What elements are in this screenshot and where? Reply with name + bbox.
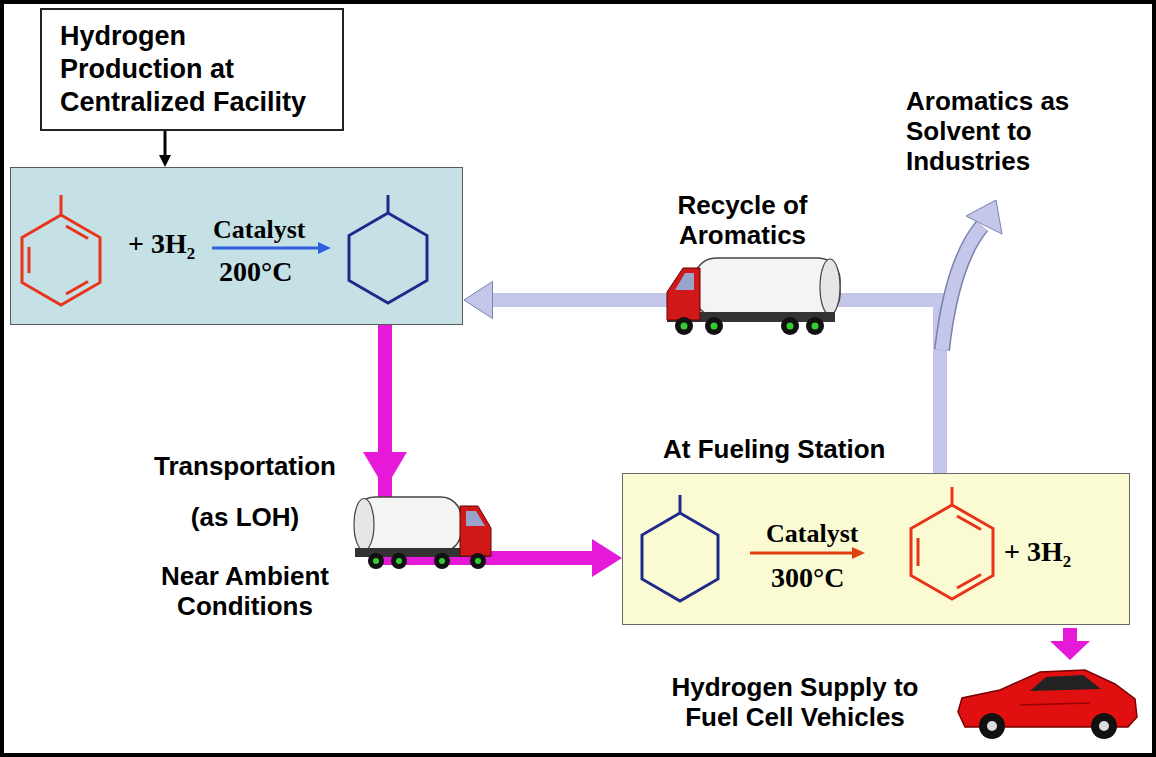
fuel-cell-car xyxy=(958,670,1137,739)
tank xyxy=(694,258,840,316)
methyl xyxy=(60,195,63,215)
flow-arrow xyxy=(493,300,940,473)
arrow-shaft xyxy=(1063,628,1077,642)
wheel xyxy=(806,317,824,335)
supply-arrow xyxy=(1050,628,1090,660)
transport-note: (as LOH) xyxy=(145,502,345,532)
tank-cap xyxy=(354,499,374,551)
cab xyxy=(460,506,491,556)
box-fill xyxy=(40,8,344,131)
box-fill xyxy=(10,167,463,325)
node-heading: Hydrogen Production at Centralized Facil… xyxy=(60,20,322,119)
node-text: Catalyst xyxy=(766,518,858,550)
transport-note: Near Ambient Conditions xyxy=(145,561,345,621)
cab-window xyxy=(675,273,694,290)
node-text: + 3H₂ xyxy=(1004,536,1071,568)
wheel xyxy=(675,317,693,335)
toluene-molecule xyxy=(911,487,993,599)
hub xyxy=(812,323,819,330)
double-bond xyxy=(66,226,88,239)
supply-label: Hydrogen Supply to Fuel Cell Vehicles xyxy=(650,672,940,732)
tank xyxy=(355,497,461,552)
flow-arrow xyxy=(164,131,167,155)
node-heading: + 3H₂ xyxy=(128,228,195,260)
double-bond xyxy=(28,247,31,273)
reaction-arrow xyxy=(750,547,865,559)
node-text: 300°C xyxy=(771,562,844,594)
wheel xyxy=(391,553,407,569)
car-window xyxy=(1030,675,1101,691)
arrow-head xyxy=(1050,641,1090,660)
solvent-arrow xyxy=(942,200,1002,350)
wheel xyxy=(781,317,799,335)
arrow-shaft xyxy=(942,226,982,350)
arrow-head xyxy=(966,200,1002,234)
box-fill xyxy=(622,473,1130,625)
transport-label: Transportation xyxy=(145,451,345,481)
tank-cap xyxy=(820,259,840,315)
hub xyxy=(681,323,688,330)
wheel xyxy=(434,553,450,569)
cab-window xyxy=(466,511,485,526)
cab xyxy=(667,268,700,320)
hub xyxy=(439,558,445,564)
wheel xyxy=(705,317,723,335)
double-bond xyxy=(917,538,920,566)
ring xyxy=(349,213,427,303)
source-box: Hydrogen Production at Centralized Facil… xyxy=(40,8,344,131)
arrow-head xyxy=(852,547,865,559)
node-heading: At Fueling Station xyxy=(663,434,885,464)
solvent-label: Aromatics as Solvent to Industries xyxy=(906,86,1091,176)
hub xyxy=(396,558,402,564)
dehydrogenation-box: At Fueling StationCatalyst300°C+ 3H₂ xyxy=(622,473,1130,625)
arrow-shaft xyxy=(750,552,852,555)
double-bond xyxy=(957,516,981,530)
wheel xyxy=(470,553,486,569)
double-bond xyxy=(957,575,981,589)
methylcyclohexane-molecule xyxy=(642,495,718,601)
methyl xyxy=(679,495,682,513)
recycle-label: Recycle of Aromatics xyxy=(655,190,830,250)
wheel xyxy=(1091,713,1117,739)
methylcyclohexane-molecule xyxy=(349,195,427,303)
node-text: 200°C xyxy=(219,256,292,288)
hub xyxy=(987,721,997,731)
toluene-molecule xyxy=(22,195,100,305)
ring xyxy=(22,215,100,305)
hub xyxy=(373,558,379,564)
double-bond xyxy=(66,282,88,295)
methyl xyxy=(951,487,954,505)
node-text: Catalyst xyxy=(213,214,305,246)
tanker-truck xyxy=(354,497,491,569)
hub xyxy=(1099,721,1109,731)
wheel xyxy=(979,713,1005,739)
hydrogenation-box: + 3H₂ Catalyst 200°C xyxy=(10,167,463,325)
arrow-outline xyxy=(942,226,982,350)
arrow-head xyxy=(318,242,331,254)
car-line xyxy=(1020,703,1090,705)
arrow-head xyxy=(363,452,407,489)
ring xyxy=(911,505,993,599)
wheel xyxy=(368,553,384,569)
hub xyxy=(787,323,794,330)
ring xyxy=(642,513,718,601)
arrow-shaft xyxy=(212,247,318,250)
hub xyxy=(475,558,481,564)
tanker-truck xyxy=(667,258,840,335)
hub xyxy=(711,323,718,330)
methyl xyxy=(387,195,390,213)
